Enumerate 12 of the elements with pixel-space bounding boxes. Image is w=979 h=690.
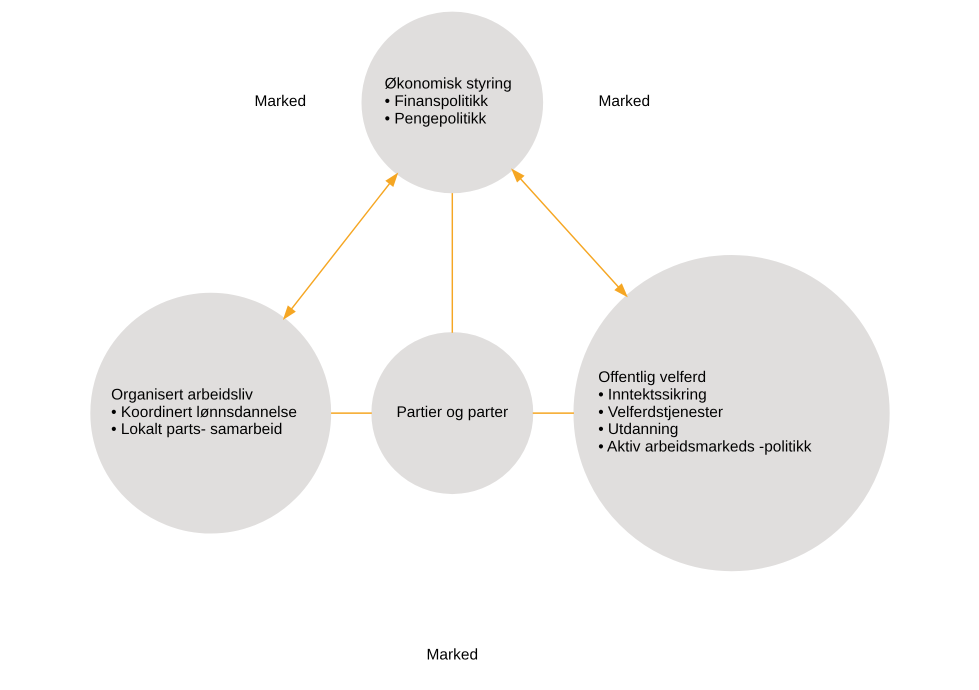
label: Marked — [598, 93, 650, 110]
arrow — [282, 172, 398, 320]
connector — [532, 412, 574, 414]
node-circle: Økonomisk styring • Finanspolitikk • Pengepolitikk — [360, 12, 543, 194]
label: Marked — [426, 646, 478, 664]
arrow — [510, 168, 628, 298]
node-circle: Partier og parter — [370, 332, 533, 494]
connector — [330, 412, 372, 414]
node-circle: Offentlig velferd • Inntektssikring • Velferdstjenester • Utdanning • Aktiv arbeidsmarkeds -politikk — [572, 255, 890, 572]
node-circle: Organisert arbeidsliv • Koordinert lønnsdannelse • Lokalt parts- samarbeid — [90, 292, 331, 534]
connector — [451, 193, 453, 333]
label: Marked — [254, 93, 306, 110]
